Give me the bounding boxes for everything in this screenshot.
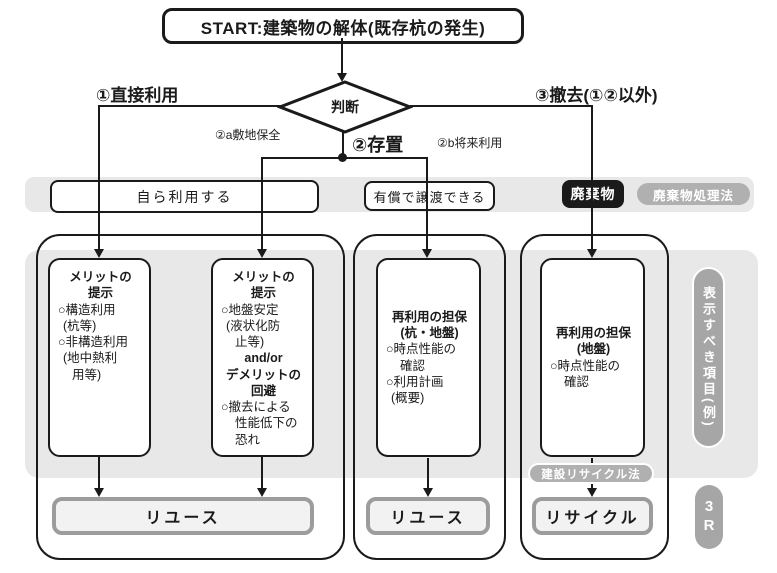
- three-r-pill: 3R: [695, 485, 723, 549]
- reuse-left-label: リユース: [145, 510, 221, 527]
- paid-transfer-box: 有償で譲渡できる: [364, 181, 495, 211]
- paid-transfer-label: 有償で譲渡できる: [373, 189, 486, 205]
- start-node-label: START:建築物の解体(既存杭の発生): [200, 18, 486, 38]
- box-line: デメリットの: [225, 367, 301, 382]
- box-line: ○時点性能の: [550, 358, 621, 373]
- box-line: メリットの: [69, 270, 132, 284]
- connector-start-to-decision: [341, 38, 343, 74]
- box-line: ○構造利用: [58, 302, 116, 317]
- branch-keep-label: ②存置: [352, 135, 404, 155]
- reuse-outcome-mid: リユース: [366, 497, 490, 535]
- branch-keep-a-label: ②a敷地保全: [215, 128, 281, 142]
- self-use-label: 自ら利用する: [136, 188, 233, 205]
- box-line: 用等): [72, 367, 102, 382]
- decision-label: 判断: [331, 99, 359, 115]
- waste-label: 廃棄物: [570, 186, 616, 202]
- box-line: 回避: [250, 383, 276, 398]
- box-line: 再利用の担保: [555, 326, 631, 340]
- connector-removal-vertical: [591, 105, 593, 251]
- box-line: 恐れ: [235, 432, 261, 447]
- arrowhead-keep-a-icon: [257, 249, 267, 258]
- connector-keep-horizontal: [261, 157, 428, 159]
- box-line: ○時点性能の: [386, 342, 457, 357]
- box-line: ○非構造利用: [58, 335, 129, 349]
- box-line: ○撤去による: [221, 400, 291, 414]
- box-line: ○利用計画: [386, 374, 444, 389]
- box-line: (地中熱利: [63, 351, 118, 366]
- box-line: 提示: [87, 286, 113, 301]
- connector-direct-vertical: [98, 105, 100, 251]
- diamond-shape-icon: [275, 80, 415, 134]
- arrowhead-recycle-icon: [587, 488, 597, 497]
- box-line: (液状化防: [226, 318, 281, 333]
- box-line: (杭等): [63, 318, 97, 333]
- waste-box: 廃棄物: [562, 180, 624, 208]
- box-line: 提示: [250, 286, 276, 301]
- decision-diamond: 判断: [275, 79, 415, 135]
- box-line: (概要): [391, 391, 425, 405]
- branch-keep-b-label: ②b将来利用: [437, 136, 503, 150]
- connector-merit2-to-reuse: [261, 457, 263, 490]
- connector-removal-horizontal: [410, 105, 593, 107]
- container-removal: [520, 234, 669, 560]
- waste-law-pill: 廃棄物処理法: [637, 183, 750, 205]
- connector-keep-to-reuse: [427, 458, 429, 490]
- arrowhead-reuse-left-1-icon: [94, 488, 104, 497]
- connector-keep-stub: [342, 130, 344, 159]
- merit-structural-box: メリットの提示○構造利用(杭等) ○非構造利用 (地中熱利用等): [48, 258, 151, 457]
- guarantee-pile-ground-box: 再利用の担保 (杭・地盤) ○時点性能の確認○利用計画 (概要): [376, 258, 481, 457]
- reuse-mid-label: リユース: [390, 510, 466, 527]
- connector-direct-horizontal: [99, 105, 281, 107]
- display-items-label: 表示すべき項目(例): [701, 286, 716, 429]
- branch-removal-label: ③撤去(①②以外): [535, 86, 658, 105]
- arrowhead-direct-icon: [94, 249, 104, 258]
- arrowhead-reuse-left-2-icon: [257, 488, 267, 497]
- box-line: ○地盤安定: [221, 302, 279, 317]
- self-use-box: 自ら利用する: [50, 180, 319, 213]
- construction-recycle-law-pill: 建設リサイクル法: [528, 463, 654, 484]
- container-keep: [353, 234, 506, 560]
- start-node: START:建築物の解体(既存杭の発生): [162, 8, 524, 44]
- box-line: and/or: [244, 351, 283, 366]
- arrowhead-removal-icon: [587, 249, 597, 258]
- box-line: 止等): [235, 335, 265, 349]
- box-line: 確認: [400, 358, 426, 373]
- connector-keep-a-vertical: [261, 157, 263, 251]
- box-line: (杭・地盤): [400, 326, 459, 340]
- arrowhead-reuse-mid-icon: [423, 488, 433, 497]
- connector-merit1-to-reuse: [98, 457, 100, 490]
- box-line: メリットの: [232, 270, 295, 284]
- reuse-outcome-left: リユース: [52, 497, 314, 535]
- waste-law-label: 廃棄物処理法: [652, 188, 734, 203]
- box-line: 性能低下の: [235, 416, 298, 431]
- recycle-outcome: リサイクル: [532, 497, 653, 535]
- arrowhead-keep-b-icon: [422, 249, 432, 258]
- guarantee-ground-box: 再利用の担保 (地盤)○時点性能の確認: [540, 258, 645, 457]
- box-line: 再利用の担保: [391, 309, 467, 324]
- display-items-side-pill: 表示すべき項目(例): [692, 267, 725, 448]
- box-line: 確認: [564, 374, 590, 389]
- arrowhead-into-decision-icon: [337, 73, 347, 82]
- recycle-label: リサイクル: [545, 510, 640, 527]
- construction-recycle-law-label: 建設リサイクル法: [541, 468, 641, 481]
- connector-keep-b-vertical: [426, 157, 428, 251]
- container-direct-use: [36, 234, 345, 560]
- branch-direct-use-label: ①直接利用: [96, 86, 179, 105]
- three-r-label: 3R: [703, 498, 715, 534]
- box-line: (地盤): [576, 342, 611, 357]
